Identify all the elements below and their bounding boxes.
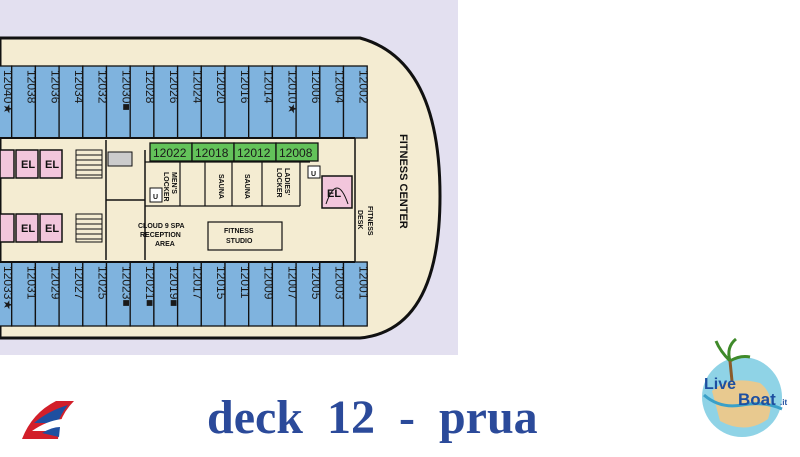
restroom-box [307,165,321,179]
ladies-locker-label-group: LADIES' LOCKER [275,168,290,198]
fitness-center-label: FITNESS CENTER [397,134,409,229]
fitness-desk-label: FITNESS [366,206,373,236]
page-title: deck 12 - prua [207,391,538,444]
liveboat-it-text: .it [780,398,787,407]
carnival-funnel-icon [22,401,74,439]
cabin-number: 12022 [153,146,187,160]
cabin-box [275,142,319,162]
sauna-label: SAUNA [243,174,250,199]
carnival-logo [12,393,84,445]
elevator-label: EL [45,159,59,171]
restroom-label: U [311,171,316,178]
ladies-locker-label-2: LOCKER [275,168,282,198]
elevator-group-bottom: EL EL [0,213,63,243]
fitness-desk-label-2: DESK [356,210,363,229]
fitness-studio-label: FITNESS [224,228,254,235]
liveboat-logo: Live Boat .it [690,335,794,445]
cabin-number: 12002 [356,70,370,104]
fitness-elevator [321,175,353,209]
mens-locker-label-2: LOCKER [162,172,169,202]
locker-walls [145,161,310,206]
cabin-number: 12008 [279,146,313,160]
mens-locker-label: MEN'S [170,172,177,194]
spa-label-2: RECEPTION [140,232,181,239]
service-block [107,151,133,167]
fitness-desk-label-group: FITNESS DESK [356,206,373,236]
cabin-number: 12001 [356,266,370,300]
stairs-bottom [75,213,103,243]
fitness-studio-label-2: STUDIO [226,238,253,245]
elevator-label: EL [45,223,59,235]
cabin-number: 12018 [195,146,229,160]
spa-label-3: AREA [155,241,175,248]
restroom-label: U [153,194,158,201]
elevator-label: EL [21,159,35,171]
fitness-studio-box [207,221,283,251]
elevator-group-top: EL EL [0,149,63,179]
green-cabin-row: 12022 12018 12012 12008 [149,142,319,162]
mens-locker-label-group: MEN'S LOCKER [162,172,177,202]
elevator-label: EL [327,188,341,200]
ladies-locker-label: LADIES' [283,168,290,196]
stair-curve [325,187,349,205]
restroom-box [149,187,163,203]
liveboat-live-text: Live [704,376,736,393]
cabin-number: 12012 [237,146,271,160]
spa-walls [105,140,146,260]
liveboat-boat-text: Boat [738,390,776,409]
liveboat-globe-icon: Live Boat .it [702,337,787,437]
elevator-label: EL [21,223,35,235]
spa-label: CLOUD 9 SPA [138,223,185,230]
stairs-top [75,149,103,179]
sauna-label: SAUNA [217,174,224,199]
